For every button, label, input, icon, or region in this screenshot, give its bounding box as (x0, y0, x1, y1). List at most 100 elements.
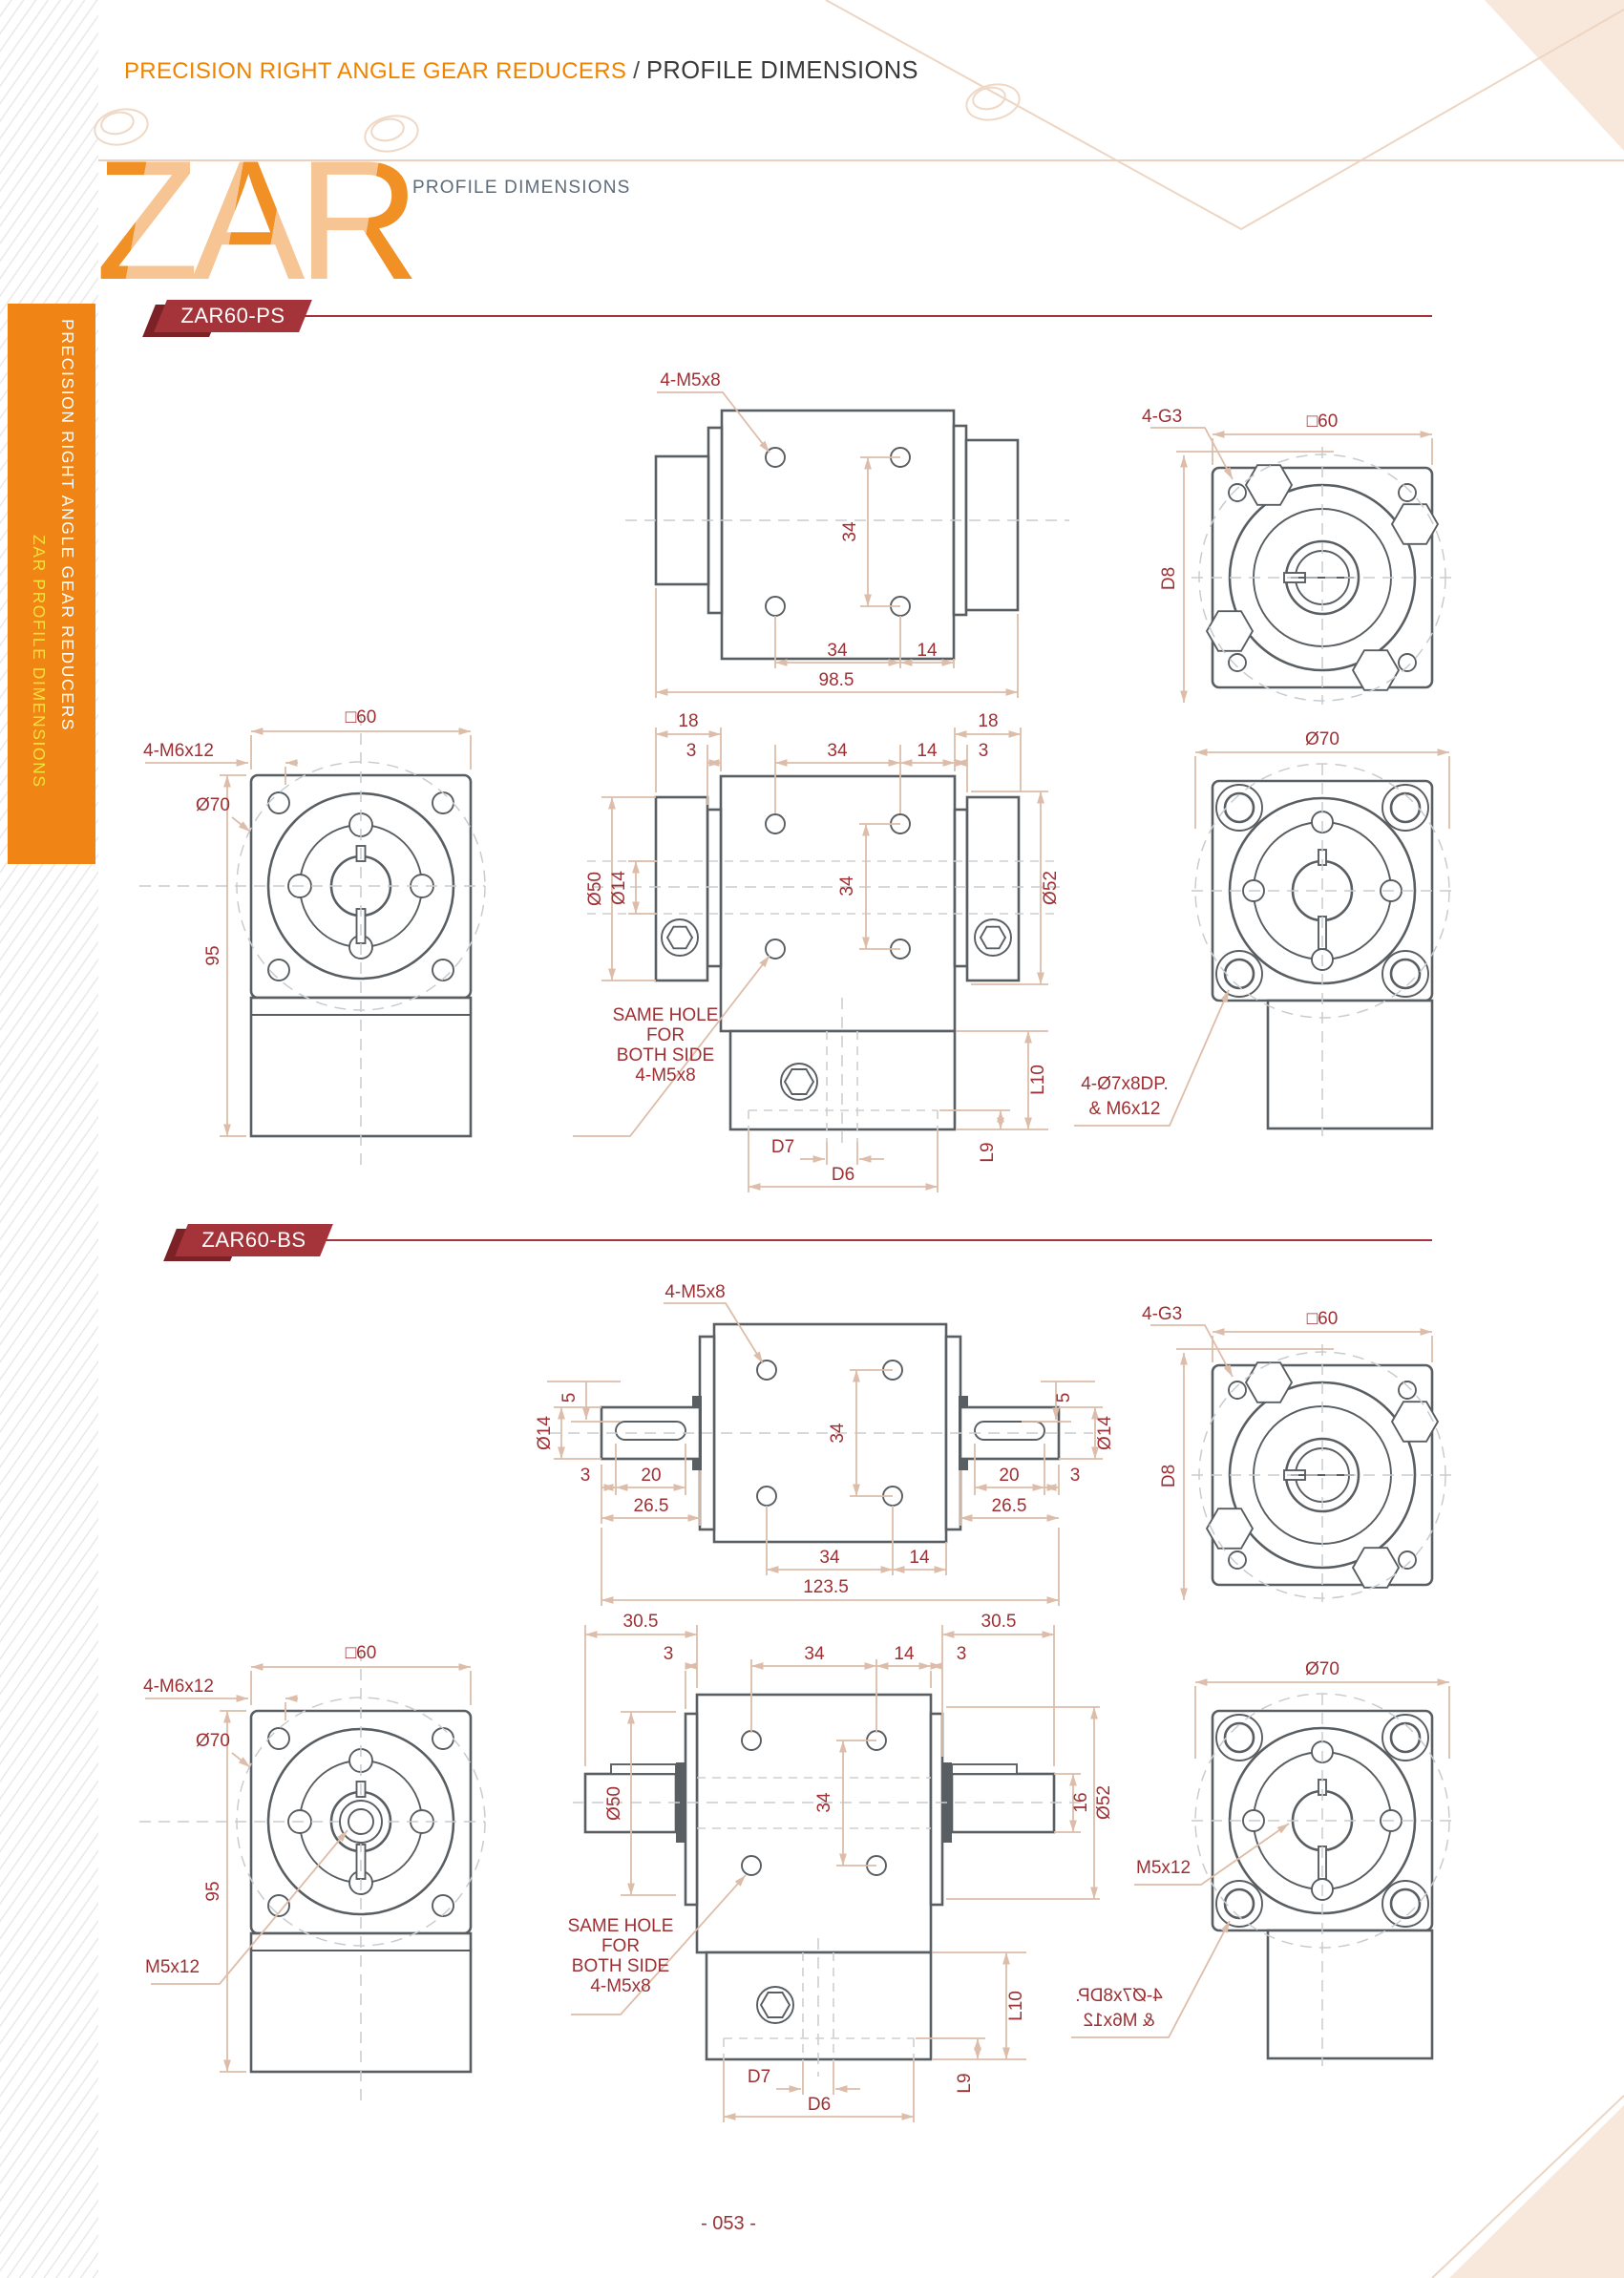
dim-label: 26.5 (634, 1496, 669, 1516)
flange-geometry (1150, 428, 1453, 705)
dim-label: Ø52 (1094, 1785, 1114, 1820)
note-line: SAME HOLE (613, 1005, 719, 1025)
dim-label: D7 (748, 2067, 770, 2087)
zar-logo: ZAR (95, 125, 420, 315)
dim-label: 95 (203, 1881, 223, 1901)
label-g3: 4-G3 (1142, 407, 1182, 427)
section-rule-bs (323, 1239, 1432, 1241)
label-bolt: 4-M6x12 (143, 1677, 214, 1697)
leader-line (1074, 989, 1230, 1127)
bs-top-view-drawing: 4-M5x8 5 Ø14 3 20 26.5 5 Ø14 20 3 26.5 3… (535, 1282, 1115, 1606)
label-bolt: 4-M5x8 (660, 370, 720, 390)
label-g3: 4-G3 (1142, 1304, 1182, 1324)
dim-label: D6 (832, 1165, 854, 1185)
dim-label: L9 (955, 2073, 975, 2093)
bs-output-flange-drawing: Ø70 M5x12 4-Ø7x8DP. & M6x12 (1071, 1659, 1499, 2129)
dim-label: 34 (828, 1423, 848, 1444)
dim-label: D7 (771, 1137, 794, 1157)
dim-label: 5 (559, 1393, 580, 1403)
dim-label: □60 (346, 707, 377, 728)
dim-label: 14 (917, 641, 938, 661)
dim-label: 34 (804, 1644, 825, 1664)
dim-label: 18 (978, 711, 998, 731)
dim-label: 16 (1071, 1792, 1091, 1812)
header-title-orange: PRECISION RIGHT ANGLE GEAR REDUCERS (124, 58, 627, 84)
ps-front-flange-drawing: □60 4-M6x12 95 Ø70 (134, 707, 489, 1174)
dim-label: 3 (957, 1644, 967, 1664)
dimension-lines (571, 1625, 1100, 2122)
dim-label: 34 (827, 641, 848, 661)
dim-label: 3 (979, 741, 989, 761)
dim-label: Ø70 (196, 1731, 230, 1751)
badge-label-bs: ZAR60-BS (201, 1228, 306, 1252)
dim-label: Ø70 (196, 795, 230, 815)
ps-rear-flange-drawing: 4-G3 □60 D8 (1142, 407, 1499, 711)
header-title-dark: PROFILE DIMENSIONS (646, 57, 918, 84)
ps-side-view-drawing: 18 18 3 3 34 14 Ø50 Ø14 34 Ø52 L10 L9 D7… (573, 711, 1061, 1192)
note-line: 4-M5x8 (590, 1976, 650, 1996)
note-line: 4-Ø7x8DP. (1081, 1074, 1169, 1094)
drawing-geometry (573, 1693, 1088, 2077)
dim-label: 34 (837, 875, 857, 896)
header-rule (98, 159, 1624, 161)
page-number: - 053 - (701, 2213, 756, 2234)
dim-label: Ø50 (585, 872, 605, 906)
dim-label: 26.5 (992, 1496, 1027, 1516)
drawing-geometry (549, 1322, 1093, 1544)
note-line-mirrored: & M6x12 (1084, 2011, 1155, 2031)
note-line: 4-M5x8 (635, 1065, 695, 1086)
label-m5: M5x12 (1136, 1858, 1191, 1878)
drawing-geometry (587, 774, 1060, 1146)
dim-label: 14 (909, 1548, 930, 1568)
logo-subtitle: PROFILE DIMENSIONS (412, 178, 631, 198)
dim-label: 3 (664, 1644, 674, 1664)
dim-label: Ø14 (609, 871, 629, 905)
dim-label: 34 (840, 521, 860, 542)
dim-label: 95 (203, 945, 223, 965)
label-bolt: 4-M5x8 (664, 1282, 725, 1302)
dim-label: Ø70 (1305, 729, 1339, 749)
dim-label: 5 (1054, 1393, 1074, 1403)
flange-geometry (1150, 1325, 1453, 1602)
header-separator: / (626, 57, 647, 84)
label-m5: M5x12 (145, 1957, 200, 1977)
badge-label-ps: ZAR60-PS (180, 304, 285, 327)
dim-label: Ø14 (535, 1416, 555, 1450)
note-line: & M6x12 (1089, 1099, 1161, 1119)
bs-rear-flange-drawing: 4-G3 □60 D8 (1142, 1304, 1499, 1609)
dim-label: □60 (346, 1643, 377, 1663)
note-line: SAME HOLE (568, 1916, 674, 1936)
leader-line (1071, 1920, 1231, 2038)
dim-label: 14 (917, 741, 938, 761)
dim-label: 18 (678, 711, 698, 731)
flange-geometry (1192, 752, 1453, 1136)
bs-side-view-drawing: 30.5 30.5 3 3 34 14 Ø50 34 16 Ø52 L10 L9… (568, 1612, 1114, 2122)
dim-label: □60 (1307, 411, 1339, 432)
flange-geometry (1192, 1682, 1453, 2066)
dimension-lines (655, 391, 1019, 698)
dim-label: Ø14 (1095, 1416, 1115, 1450)
dim-label: 14 (894, 1644, 915, 1664)
section-badge-ps: ZAR60-PS (142, 300, 312, 337)
leader-line (151, 1829, 348, 1985)
dim-label: L9 (978, 1142, 998, 1162)
note-line: BOTH SIDE (617, 1045, 714, 1065)
note-line: FOR (601, 1936, 640, 1956)
dim-label: □60 (1307, 1309, 1339, 1329)
dim-label: 123.5 (803, 1577, 849, 1597)
label-bolt: 4-M6x12 (143, 741, 214, 761)
dim-label: Ø70 (1305, 1659, 1339, 1679)
note-line-mirrored: 4-Ø7x8DP. (1075, 1986, 1163, 2006)
dim-label: 3 (686, 741, 697, 761)
leader-line (1134, 1823, 1290, 1886)
dim-label: L10 (1006, 1991, 1026, 2021)
dim-label: D8 (1159, 1465, 1179, 1487)
bs-front-flange-drawing: □60 4-M6x12 95 Ø70 M5x12 (134, 1643, 489, 2110)
note-line: FOR (646, 1025, 685, 1045)
hub-ring (348, 1808, 374, 1835)
dim-label: L10 (1028, 1065, 1048, 1095)
dim-label: 20 (999, 1466, 1019, 1486)
dimension-lines (547, 1302, 1103, 1606)
dim-label: 34 (827, 741, 848, 761)
